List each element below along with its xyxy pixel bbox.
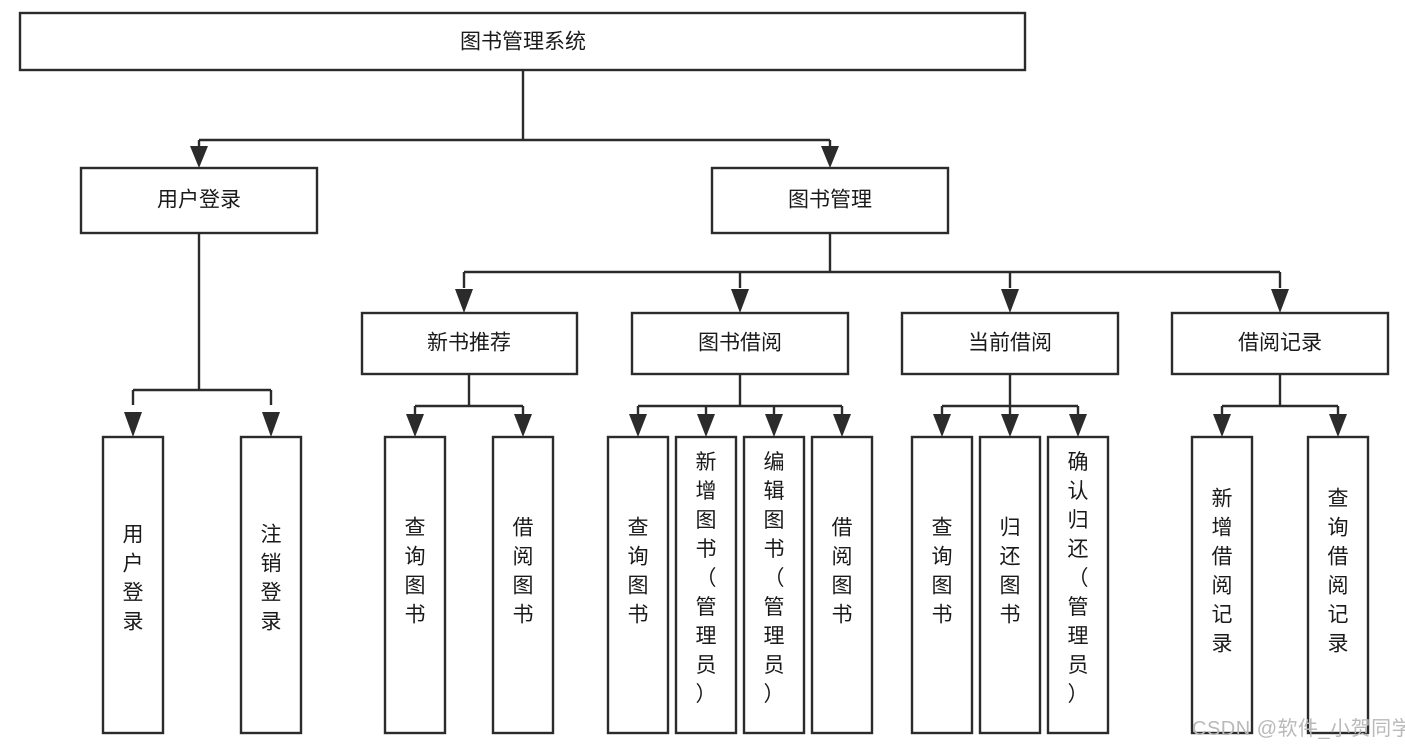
arrow-head-user-login [190,146,208,168]
arrow-head-leaf-add-record [1213,414,1231,437]
node-leaf-query-record-box[interactable] [1306,435,1370,735]
node-leaf-add-book-label: 新增图书（管理员） [696,451,717,706]
node-borrow-record-label: 借阅记录 [1238,332,1322,355]
arrow-head-leaf-edit-book [765,414,783,437]
node-new-book-recommend-box[interactable] [360,311,579,376]
connector-group [124,70,1347,437]
node-borrow-record-box[interactable] [1170,311,1390,376]
node-leaf-add-record[interactable]: 新增借阅记录 [1190,435,1254,735]
node-leaf-borrow-book-2[interactable]: 借阅图书 [810,435,874,735]
node-leaf-query-record-label: 查询借阅记录 [1328,488,1349,656]
arrow-head-leaf-add-book [697,414,715,437]
node-leaf-add-record-box[interactable] [1190,435,1254,735]
node-leaf-user-login[interactable]: 用户登录 [101,435,165,735]
node-leaf-borrow-book-1[interactable]: 借阅图书 [491,435,555,735]
node-book-borrow-label: 图书借阅 [698,332,782,355]
node-leaf-confirm-return-label: 确认归还（管理员） [1068,451,1089,706]
node-leaf-query-book-2-label: 查询图书 [628,517,649,627]
node-leaf-edit-book-label: 编辑图书（管理员） [764,451,785,706]
node-leaf-query-book-2[interactable]: 查询图书 [606,435,670,735]
node-leaf-logout-login[interactable]: 注销登录 [239,435,303,735]
node-leaf-borrow-book-2-label: 借阅图书 [832,517,853,627]
node-leaf-borrow-book-1-label: 借阅图书 [513,517,534,627]
arrow-head-leaf-confirm-return [1069,414,1087,437]
node-leaf-logout-login-label: 注销登录 [261,524,282,634]
node-leaf-edit-book[interactable]: 编辑图书（管理员） [742,435,806,735]
node-leaf-add-book-box[interactable] [674,435,738,735]
node-new-book-recommend-label: 新书推荐 [427,332,511,355]
arrow-head-leaf-query-book-2 [629,414,647,437]
node-leaf-return-book-label: 归还图书 [1000,517,1021,627]
node-leaf-edit-book-box[interactable] [742,435,806,735]
node-current-borrow[interactable]: 当前借阅 [900,311,1120,376]
arrow-head-new-book-recommend [455,289,473,313]
arrow-head-leaf-query-book-1 [406,414,424,437]
node-current-borrow-label: 当前借阅 [968,332,1052,355]
node-borrow-record[interactable]: 借阅记录 [1170,311,1390,376]
node-leaf-add-book[interactable]: 新增图书（管理员） [674,435,738,735]
node-leaf-return-book[interactable]: 归还图书 [978,435,1042,735]
node-leaf-query-record[interactable]: 查询借阅记录 [1306,435,1370,735]
arrow-head-leaf-query-record [1329,414,1347,437]
node-leaf-return-book-box[interactable] [978,435,1042,735]
node-root-label: 图书管理系统 [460,31,586,54]
csdn-watermark: CSDN @软件_小贺同学 [1192,717,1405,740]
arrow-head-borrow-record [1271,289,1289,313]
node-book-management-label: 图书管理 [788,189,872,212]
arrow-head-leaf-borrow-book-2 [833,414,851,437]
node-leaf-query-book-3-label: 查询图书 [932,517,953,627]
node-leaf-query-book-3-box[interactable] [910,435,974,735]
node-root[interactable]: 图书管理系统 [18,11,1027,72]
node-new-book-recommend[interactable]: 新书推荐 [360,311,579,376]
node-leaf-add-record-label: 新增借阅记录 [1212,488,1233,656]
node-leaf-borrow-book-1-box[interactable] [491,435,555,735]
node-leaf-query-book-3[interactable]: 查询图书 [910,435,974,735]
node-leaf-query-book-1-label: 查询图书 [405,517,426,627]
node-user-login-label: 用户登录 [157,189,241,212]
node-leaf-borrow-book-2-box[interactable] [810,435,874,735]
node-leaf-user-login-label: 用户登录 [123,524,144,634]
node-leaf-query-book-1[interactable]: 查询图书 [383,435,447,735]
node-current-borrow-box[interactable] [900,311,1120,376]
node-leaf-query-book-2-box[interactable] [606,435,670,735]
node-leaf-query-book-1-box[interactable] [383,435,447,735]
node-leaf-confirm-return[interactable]: 确认归还（管理员） [1046,435,1110,735]
arrow-head-leaf-query-book-3 [933,414,951,437]
node-book-borrow-box[interactable] [630,311,850,376]
node-book-management[interactable]: 图书管理 [710,166,950,235]
node-user-login[interactable]: 用户登录 [79,166,319,235]
arrow-head-current-borrow [1001,289,1019,313]
node-user-login-box[interactable] [79,166,319,235]
arrow-head-leaf-user-login [124,412,142,437]
arrow-head-leaf-borrow-book-1 [514,414,532,437]
arrow-head-leaf-logout-login [262,412,280,437]
arrow-head-leaf-return-book [1001,414,1019,437]
node-book-management-box[interactable] [710,166,950,235]
node-root-box[interactable] [18,11,1027,72]
node-book-borrow[interactable]: 图书借阅 [630,311,850,376]
node-leaf-user-login-box[interactable] [101,435,165,735]
node-leaf-logout-login-box[interactable] [239,435,303,735]
arrow-head-book-borrow [731,289,749,313]
arrow-head-book-management [821,146,839,168]
node-leaf-confirm-return-box[interactable] [1046,435,1110,735]
